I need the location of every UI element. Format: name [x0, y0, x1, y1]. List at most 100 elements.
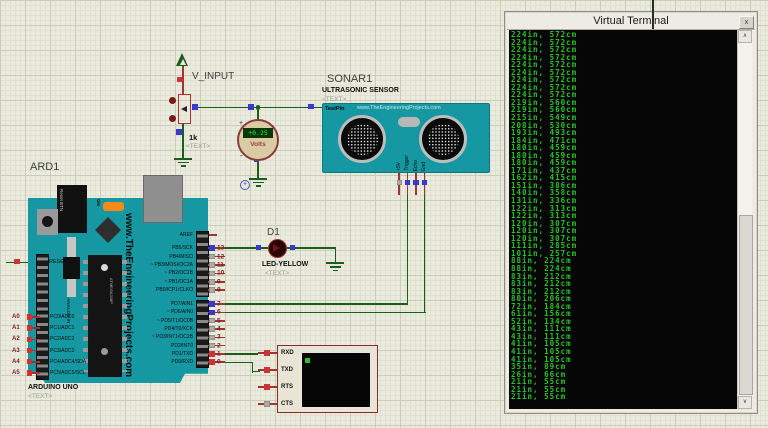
- digital-pin-row[interactable]: PD7/AIN1 7: [120, 300, 240, 308]
- digital-pin-row[interactable]: ~ PB1/OC1A 9: [120, 278, 240, 286]
- pot-value-label: 1k: [189, 133, 198, 142]
- pin-stub: [208, 361, 225, 364]
- digital-pin-row[interactable]: PB5/SCK 13: [120, 244, 240, 252]
- reset-button[interactable]: [57, 185, 87, 233]
- sonar-transmitter-transducer: [338, 115, 386, 163]
- pin-label: ~ PD3/INT1/OC2B: [151, 334, 193, 341]
- pin-stub: [208, 289, 225, 291]
- stub-arrow-to-pot: [182, 66, 184, 95]
- pin-label: ~ PB2/OC1B: [164, 270, 193, 277]
- digital-pin-row[interactable]: ~ PD5/T1/OC0B 5: [120, 317, 240, 325]
- pin-number: 8: [217, 286, 221, 294]
- analog-pin-number: A1: [12, 325, 20, 332]
- pin-state-square: [264, 401, 270, 407]
- mcu-chip[interactable]: [88, 255, 122, 377]
- terminal-line: 21in, 55cm: [511, 377, 567, 387]
- terminal-line: 83in, 212cm: [511, 286, 572, 296]
- digital-pin-row[interactable]: PD2/INT0 2: [120, 341, 240, 349]
- reset-button-cap[interactable]: [42, 216, 53, 227]
- pin-stub: [208, 311, 225, 314]
- terminal-line: 180in, 459cm: [511, 150, 578, 160]
- pin-stub: [32, 327, 40, 329]
- vterm-pin-row[interactable]: RTS: [250, 379, 330, 396]
- vterm-pin-row[interactable]: RXD: [250, 345, 330, 362]
- wire-pin7-horizontal: [222, 303, 408, 305]
- digital-pin-row[interactable]: ~ PD6/AIN0 6: [120, 308, 240, 316]
- capacitor-band: [63, 257, 80, 279]
- pin-stub: [208, 255, 225, 258]
- terminal-line: 140in, 358cm: [511, 188, 578, 198]
- sonar-pin-label: +5V: [395, 161, 402, 171]
- terminal-line: 101in, 257cm: [511, 248, 578, 258]
- led-text-placeholder: <TEXT>: [265, 270, 290, 277]
- scroll-up-button[interactable]: ∧: [738, 30, 752, 43]
- pin-label: PC5/ADC5/SCL: [50, 369, 86, 376]
- header-reset-left: [36, 254, 49, 312]
- analog-pin-row[interactable]: A2 PC2/ADC2: [10, 334, 110, 345]
- window-title: Virtual Terminal: [593, 15, 669, 27]
- digital-pin-row[interactable]: PD1/TXD 1: [120, 350, 240, 358]
- ground-symbol: [173, 158, 193, 169]
- scroll-down-button[interactable]: ∨: [738, 396, 752, 409]
- terminal-line: 208in, 530cm: [511, 120, 578, 130]
- digital-pin-row[interactable]: PB0/ICP1/CLKO 8: [120, 286, 240, 294]
- digital-pins-upper: PB5/SCK 13 PB4/MISO 12 ~ PB3/MOSI/OC2A 1…: [120, 244, 240, 294]
- potentiometer[interactable]: [178, 94, 191, 124]
- vterm-pin-row[interactable]: TXD: [250, 362, 330, 379]
- pin-state-square: [396, 179, 402, 185]
- pin-state-square: [308, 103, 314, 109]
- pin-state-square: [264, 350, 270, 356]
- terminal-line: 224in, 572cm: [511, 52, 578, 62]
- analog-pin-row[interactable]: A3 PC3/ADC3: [10, 345, 110, 356]
- sonar-testpin-label: TestPin: [325, 106, 345, 112]
- pin-number: 9: [217, 278, 221, 286]
- pin-number: 11: [217, 261, 224, 269]
- wire-meter-to-ground: [257, 160, 259, 178]
- ground-symbol: [325, 262, 345, 273]
- terminal-line: 83in, 212cm: [511, 279, 572, 289]
- scrollbar-thumb[interactable]: [739, 215, 753, 395]
- pin-label: RTS: [281, 384, 293, 390]
- digital-pin-row[interactable]: ~ PB2/OC1B 10: [120, 269, 240, 277]
- digital-pin-row[interactable]: PD4/T0/XCK 4: [120, 325, 240, 333]
- pin-stub: [208, 303, 225, 305]
- digital-pin-row[interactable]: PD0/RXD 0: [120, 358, 240, 366]
- pin-number: 10: [217, 269, 225, 277]
- pin-number: 3: [217, 333, 221, 341]
- terminal-line: 120in, 307cm: [511, 233, 578, 243]
- analog-pin-row[interactable]: A4 PC4/ADC4/SDA: [10, 356, 110, 367]
- pin-state-square: [209, 342, 215, 349]
- pot-terminal-dot: [169, 97, 176, 104]
- analog-pin-number: A3: [12, 347, 20, 354]
- pot-wiper-arrow: [181, 105, 187, 112]
- pin-label: PB5/SCK: [171, 245, 193, 252]
- vterm-pin-row[interactable]: CTS: [250, 396, 330, 413]
- mcu-part-number: ATMEGA328P: [109, 278, 114, 304]
- digital-pin-row[interactable]: PB4/MISO 12: [120, 252, 240, 260]
- pin-label: PD4/T0/XCK: [164, 326, 193, 333]
- analog-pin-row[interactable]: A0 PC0/ADC0: [10, 311, 110, 322]
- voltmeter[interactable]: [237, 119, 279, 161]
- analog-pin-row[interactable]: A5 PC5/ADC5/SCL: [10, 367, 110, 378]
- digital-pin-row[interactable]: ~ PD3/INT1/OC2B 3: [120, 333, 240, 341]
- pin-state-square: [209, 317, 215, 324]
- pot-text-placeholder: <TEXT>: [186, 143, 211, 150]
- mcu-dot-top: [101, 264, 108, 271]
- pin-state-square: [209, 326, 215, 332]
- close-button[interactable]: x: [739, 16, 754, 29]
- origin-marker-icon: +: [240, 180, 250, 190]
- analog-pin-row[interactable]: A1 PC1/ADC1: [10, 323, 110, 334]
- pin-number: 5: [217, 317, 221, 325]
- terminal-line: 219in, 560cm: [511, 105, 578, 115]
- analog-pin-number: A2: [12, 336, 20, 343]
- header-digital-lower: [196, 300, 209, 368]
- sonar-pin-label: Gnd: [421, 161, 428, 171]
- terminal-scrollbar[interactable]: ∧ ∨: [737, 30, 753, 409]
- sonar-oscillator: [398, 117, 420, 127]
- digital-pin-row[interactable]: ~ PB3/MOSI/OC2A 11: [120, 261, 240, 269]
- transducer-mesh: [346, 123, 378, 155]
- pin-label: PC2/ADC2: [50, 336, 75, 343]
- terminal-line: 162in, 415cm: [511, 173, 578, 183]
